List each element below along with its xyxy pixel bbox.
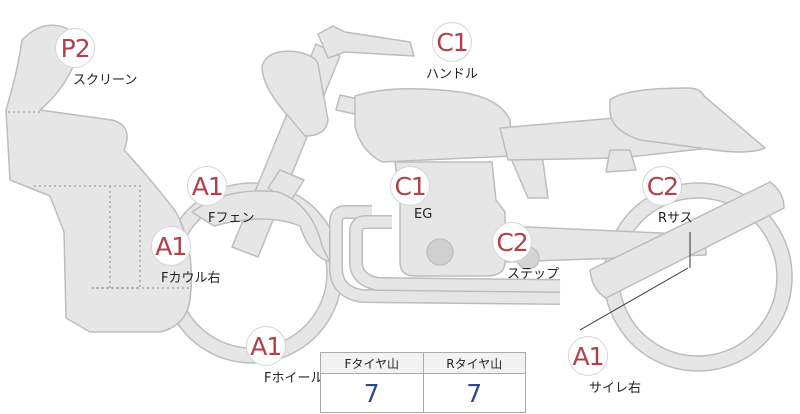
marker-step[interactable]: C2 ステップ [465, 222, 559, 282]
leader-muffler [579, 267, 689, 331]
front-fender [191, 190, 331, 263]
marker-front-fender[interactable]: A1 Fフェン [160, 166, 254, 226]
damage-code-badge: A1 [568, 336, 608, 376]
front-tire-tread-value: 7 [320, 373, 424, 413]
marker-rear-suspension[interactable]: C2 Rサス [632, 166, 693, 226]
marker-screen[interactable]: P2 スクリーン [13, 28, 137, 88]
part-label: EG [414, 207, 433, 222]
damage-code-badge: C2 [642, 166, 683, 206]
damage-code-badge: C1 [432, 22, 472, 62]
rear-wheel [603, 182, 793, 372]
tail-cowl [609, 87, 766, 153]
damage-code-badge: A1 [187, 166, 228, 206]
tire-tread-table: Fタイヤ山 Rタイヤ山 7 7 [320, 352, 526, 413]
front-tire-tread-header: Fタイヤ山 [320, 352, 424, 374]
damage-code-badge: A1 [245, 326, 286, 366]
part-label: ハンドル [426, 67, 479, 82]
part-label: Fホイール [264, 371, 324, 386]
part-label: スクリーン [73, 73, 138, 88]
damage-code-badge: A1 [150, 226, 191, 266]
marker-handle[interactable]: C1 ハンドル [426, 22, 478, 82]
part-label: サイレ右 [589, 381, 642, 396]
part-label: Fカウル右 [161, 271, 221, 286]
muffler-body [589, 181, 785, 299]
part-label: ステップ [507, 267, 560, 282]
fuel-tank [354, 88, 513, 163]
marker-engine[interactable]: C1 EG [388, 166, 432, 222]
damage-code-badge: P2 [55, 28, 96, 68]
part-label: Fフェン [208, 211, 255, 226]
damage-code-badge: C1 [390, 166, 431, 206]
engine-cover [426, 238, 454, 266]
marker-front-cowl[interactable]: A1 Fカウル右 [121, 226, 220, 286]
rear-tire-tread-header: Rタイヤ山 [422, 352, 526, 374]
rear-tire-tread-value: 7 [422, 373, 526, 413]
handlebar [317, 25, 415, 59]
marker-front-wheel[interactable]: A1 Fホイール [208, 326, 323, 386]
marker-muffler[interactable]: A1 サイレ右 [535, 336, 641, 396]
damage-code-badge: C2 [492, 222, 532, 262]
part-label: Rサス [658, 211, 693, 226]
headlight-cowl [261, 50, 329, 137]
